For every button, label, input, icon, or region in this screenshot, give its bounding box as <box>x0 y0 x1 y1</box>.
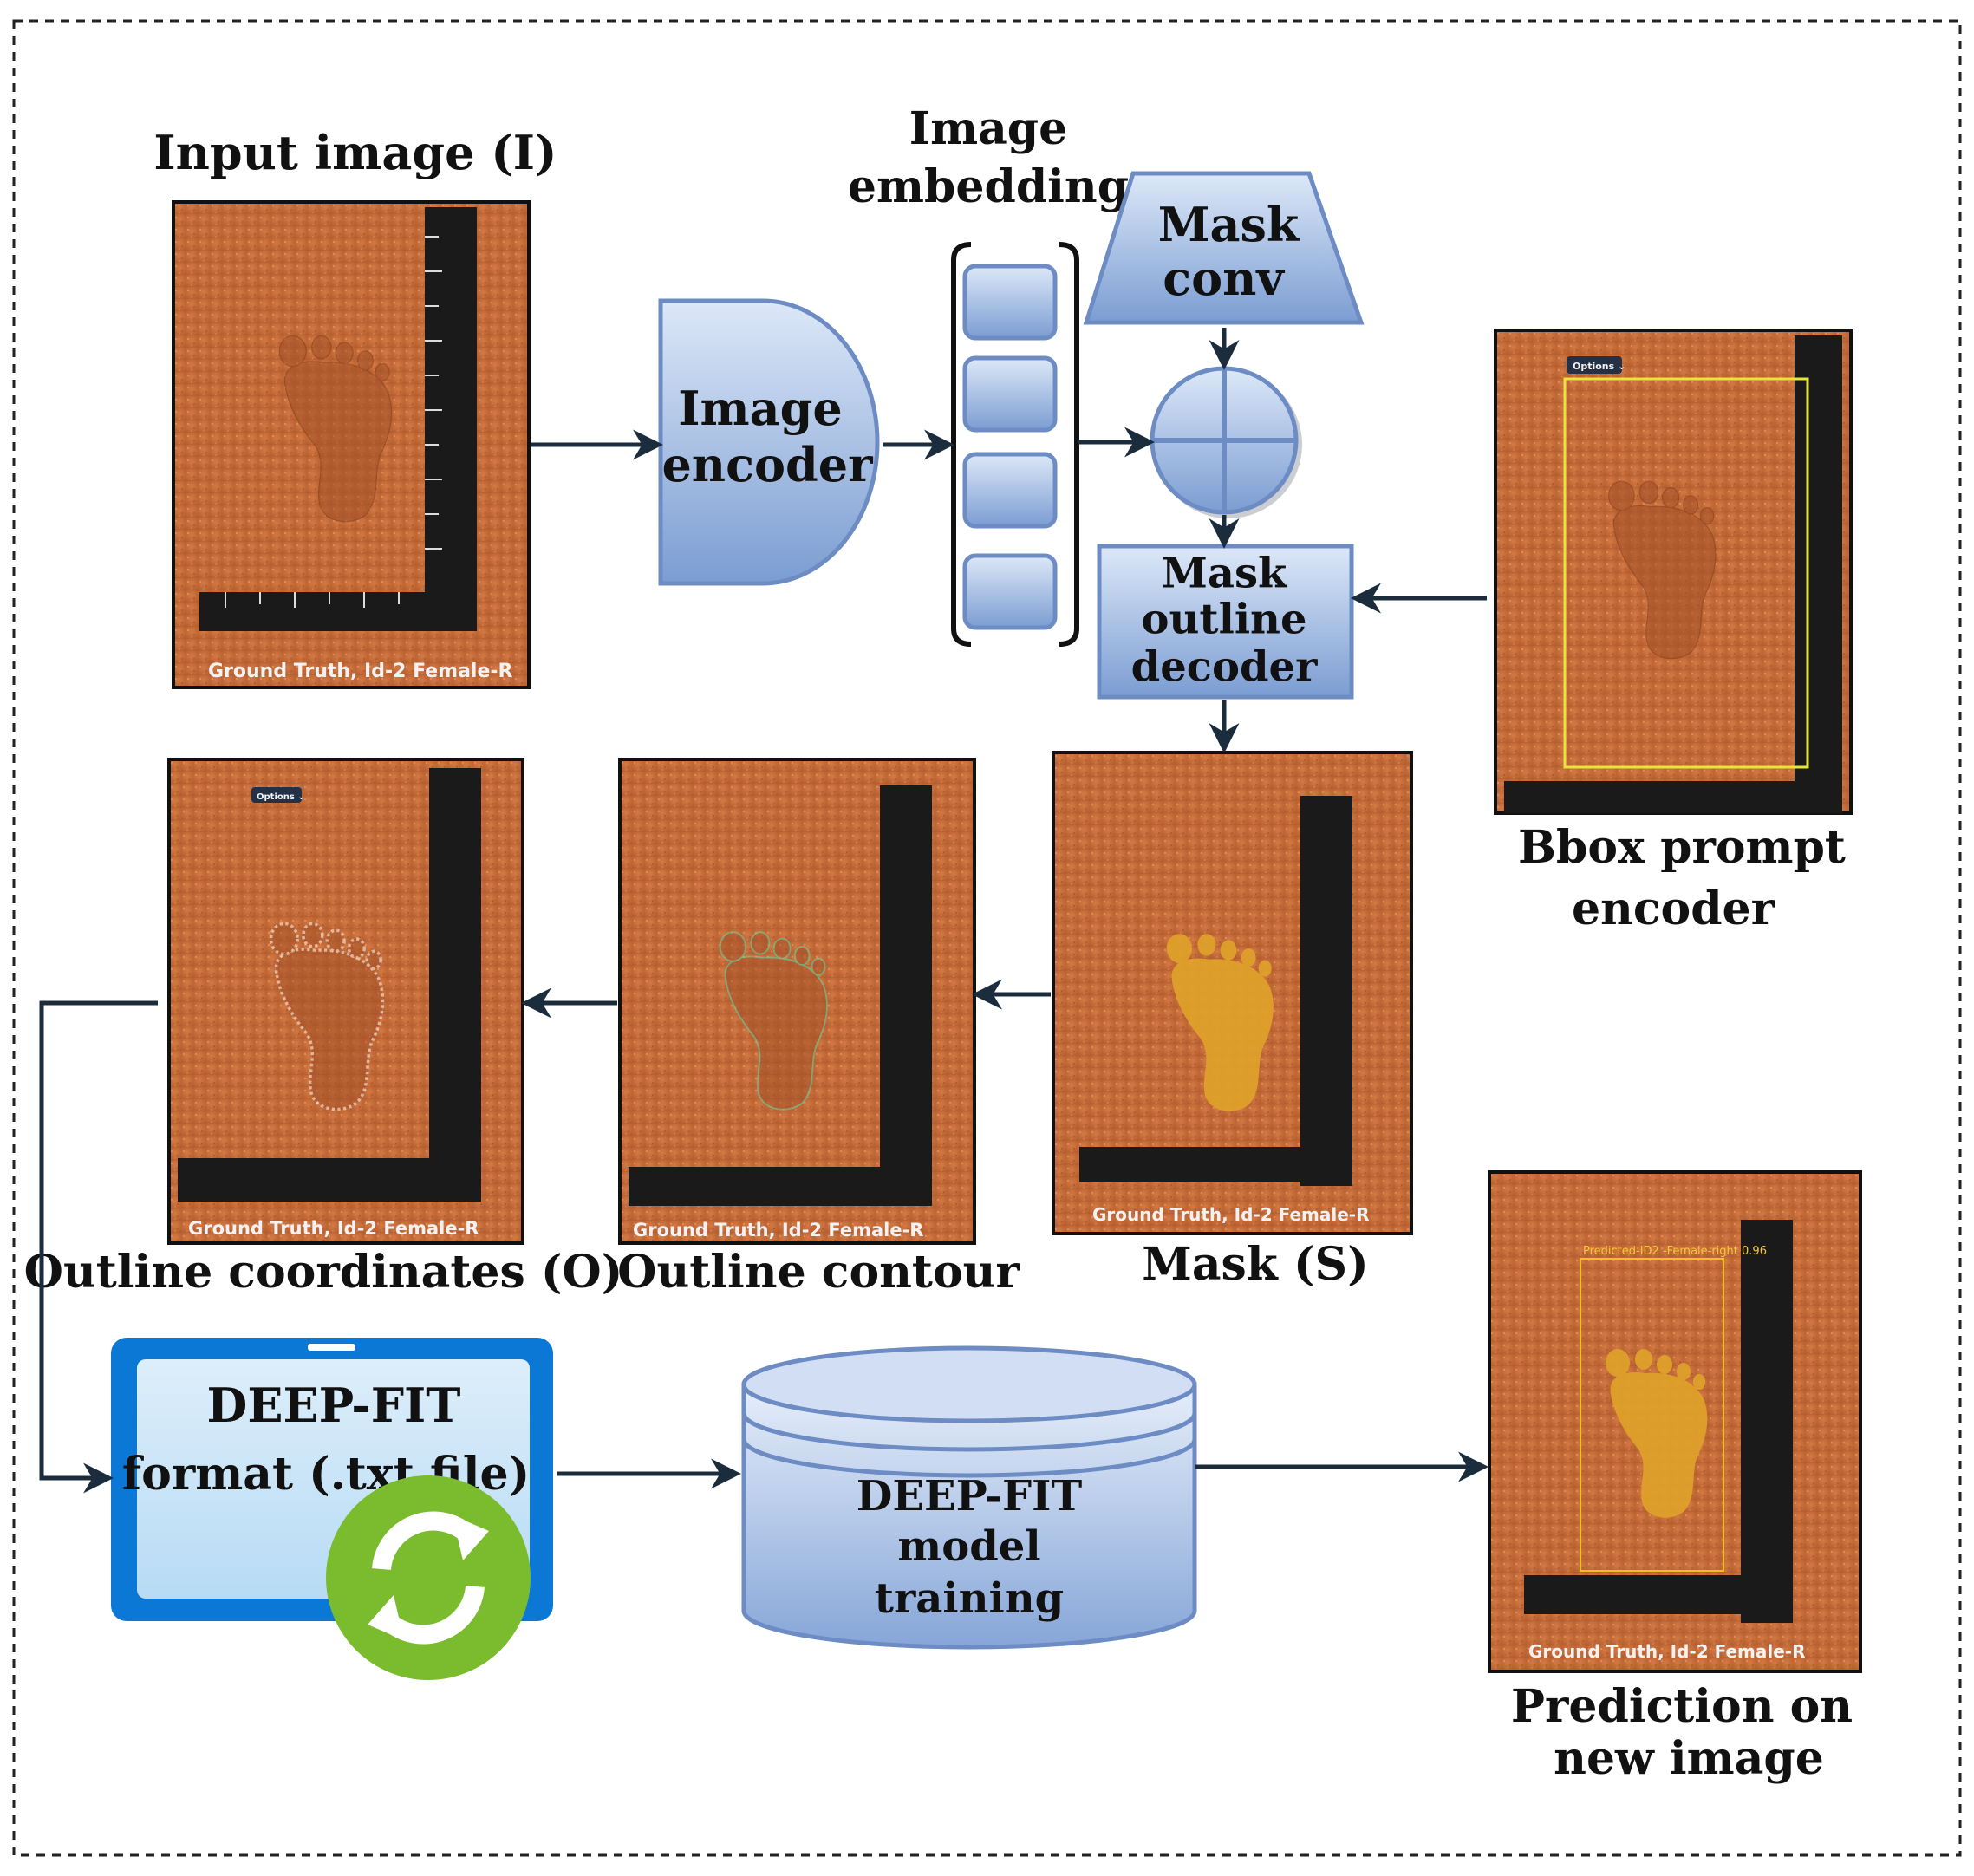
ruler-horizontal <box>199 592 477 631</box>
embedding-column <box>951 242 1079 647</box>
input-image-photo: Ground Truth, Id-2 Female-R <box>172 200 531 689</box>
bbox-label-1: Bbox prompt <box>1518 821 1846 874</box>
prediction-label-2: new image <box>1554 1732 1824 1785</box>
image-embedding-label-1: Image <box>909 102 1067 155</box>
svg-text:decoder: decoder <box>1131 643 1318 692</box>
bbox-photo: Options ⌄ <box>1494 329 1853 815</box>
image-encoder-label-2: encoder <box>661 437 873 492</box>
training-cylinder <box>741 1345 1197 1650</box>
image-embedding-label-2: embedding <box>848 160 1129 213</box>
mask-outline-decoder-block <box>1097 544 1354 700</box>
prediction-bbox <box>1580 1258 1724 1572</box>
bbox-rectangle <box>1563 377 1809 769</box>
bbox-label-2: encoder <box>1572 883 1775 935</box>
outline-contour-photo: Ground Truth, Id-2 Female-R <box>618 758 976 1245</box>
svg-text:training: training <box>875 1574 1064 1623</box>
outline-contour-label: Outline contour <box>617 1246 1020 1299</box>
svg-text:Ground Truth, Id-2 Female-R: Ground Truth, Id-2 Female-R <box>633 1220 923 1241</box>
image-encoder-block <box>658 298 880 586</box>
prediction-photo: Predicted-ID2 -Female-right 0.96 Ground … <box>1488 1170 1862 1673</box>
plus-icon <box>1150 366 1302 518</box>
svg-text:DEEP-FIT: DEEP-FIT <box>207 1378 461 1433</box>
ground-truth-caption: Ground Truth, Id-2 Female-R <box>208 661 513 682</box>
mask-conv-block <box>1083 171 1365 325</box>
outline-coordinates-label: Outline coordinates (O) <box>24 1246 623 1299</box>
svg-text:model: model <box>897 1522 1040 1571</box>
svg-text:Ground Truth, Id-2 Female-R: Ground Truth, Id-2 Female-R <box>1092 1204 1370 1225</box>
mask-s-label: Mask (S) <box>1142 1238 1368 1291</box>
mask-photo: Ground Truth, Id-2 Female-R <box>1052 751 1413 1235</box>
svg-text:Ground Truth, Id-2 Female-R: Ground Truth, Id-2 Female-R <box>188 1218 479 1239</box>
svg-text:Mask: Mask <box>1162 550 1288 598</box>
svg-text:Mask: Mask <box>1158 197 1300 252</box>
input-image-label: Input image (I) <box>153 125 557 180</box>
image-encoder-label-1: Image <box>678 381 843 436</box>
outline-coordinates-photo: Options ⌄ Ground Truth, Id-2 Female-R <box>167 758 524 1245</box>
sync-icon <box>326 1475 531 1680</box>
arrow-coords-to-format <box>39 1000 158 1494</box>
prediction-caption: Predicted-ID2 -Female-right 0.96 <box>1583 1245 1767 1258</box>
svg-text:Options ⌄: Options ⌄ <box>1573 361 1625 372</box>
outer-frame <box>12 19 1962 1857</box>
svg-text:Ground Truth, Id-2 Female-R: Ground Truth, Id-2 Female-R <box>1528 1641 1806 1662</box>
svg-text:conv: conv <box>1163 251 1285 306</box>
svg-text:Options ⌄: Options ⌄ <box>257 792 305 802</box>
prediction-label-1: Prediction on <box>1511 1680 1853 1733</box>
options-badge <box>1567 356 1622 374</box>
svg-text:DEEP-FIT: DEEP-FIT <box>857 1472 1083 1521</box>
svg-text:outline: outline <box>1142 596 1307 644</box>
